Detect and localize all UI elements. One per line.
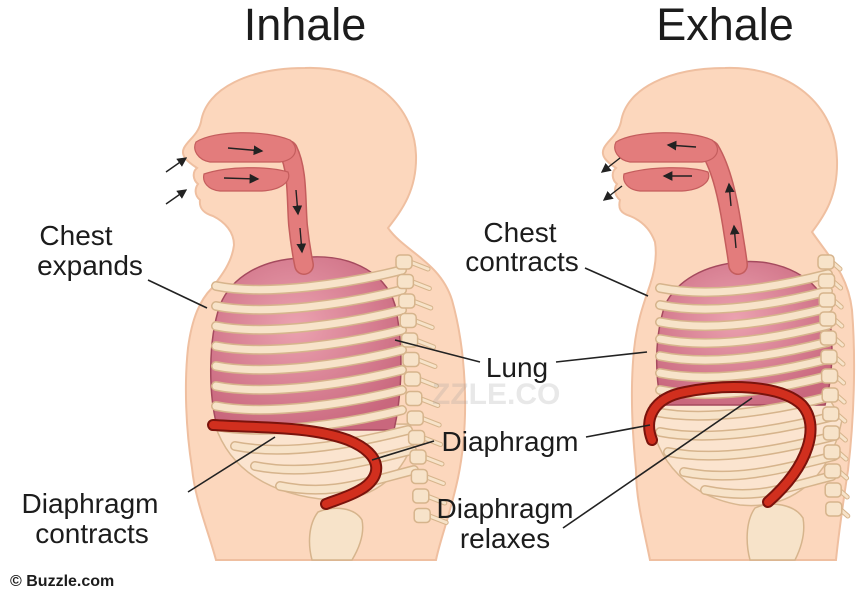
diaphragm-relaxes-label-line2: relaxes [460, 523, 550, 554]
inhale-sacrum [310, 508, 363, 560]
diaphragm-contracts-label-line2: contracts [35, 518, 149, 549]
chest-expands-label-line2: expands [37, 250, 143, 281]
chest-expands-leader [148, 280, 207, 308]
chest-contracts-label-line1: Chest [483, 217, 556, 248]
inhale-figure [166, 68, 465, 560]
inhale-nasal-cavity [195, 133, 296, 162]
diaphragm-label: Diaphragm [442, 426, 579, 457]
vertebra [818, 255, 840, 269]
lung-label: Lung [486, 352, 548, 383]
vertebra [826, 502, 848, 516]
inhale-title: Inhale [244, 0, 367, 50]
chest-contracts-leader [585, 268, 648, 296]
inhale-arrow-icon [224, 178, 258, 179]
exhale-title: Exhale [656, 0, 794, 50]
exhale-sacrum [747, 504, 804, 560]
exhale-figure [602, 68, 854, 560]
chest-contracts-label-line2: contracts [465, 246, 579, 277]
inhale-oral-cavity [204, 168, 289, 191]
chest-expands-label-line1: Chest [39, 220, 112, 251]
exhale-nasal-cavity [615, 133, 718, 162]
inhale-arrow-icon [166, 158, 186, 172]
diaphragm-contracts-label-line1: Diaphragm [22, 488, 159, 519]
diaphragm-relaxes-label-line1: Diaphragm [437, 493, 574, 524]
inhale-arrow-icon [166, 190, 186, 204]
exhale-oral-cavity [624, 168, 709, 191]
credit-text: © Buzzle.com [10, 573, 114, 590]
